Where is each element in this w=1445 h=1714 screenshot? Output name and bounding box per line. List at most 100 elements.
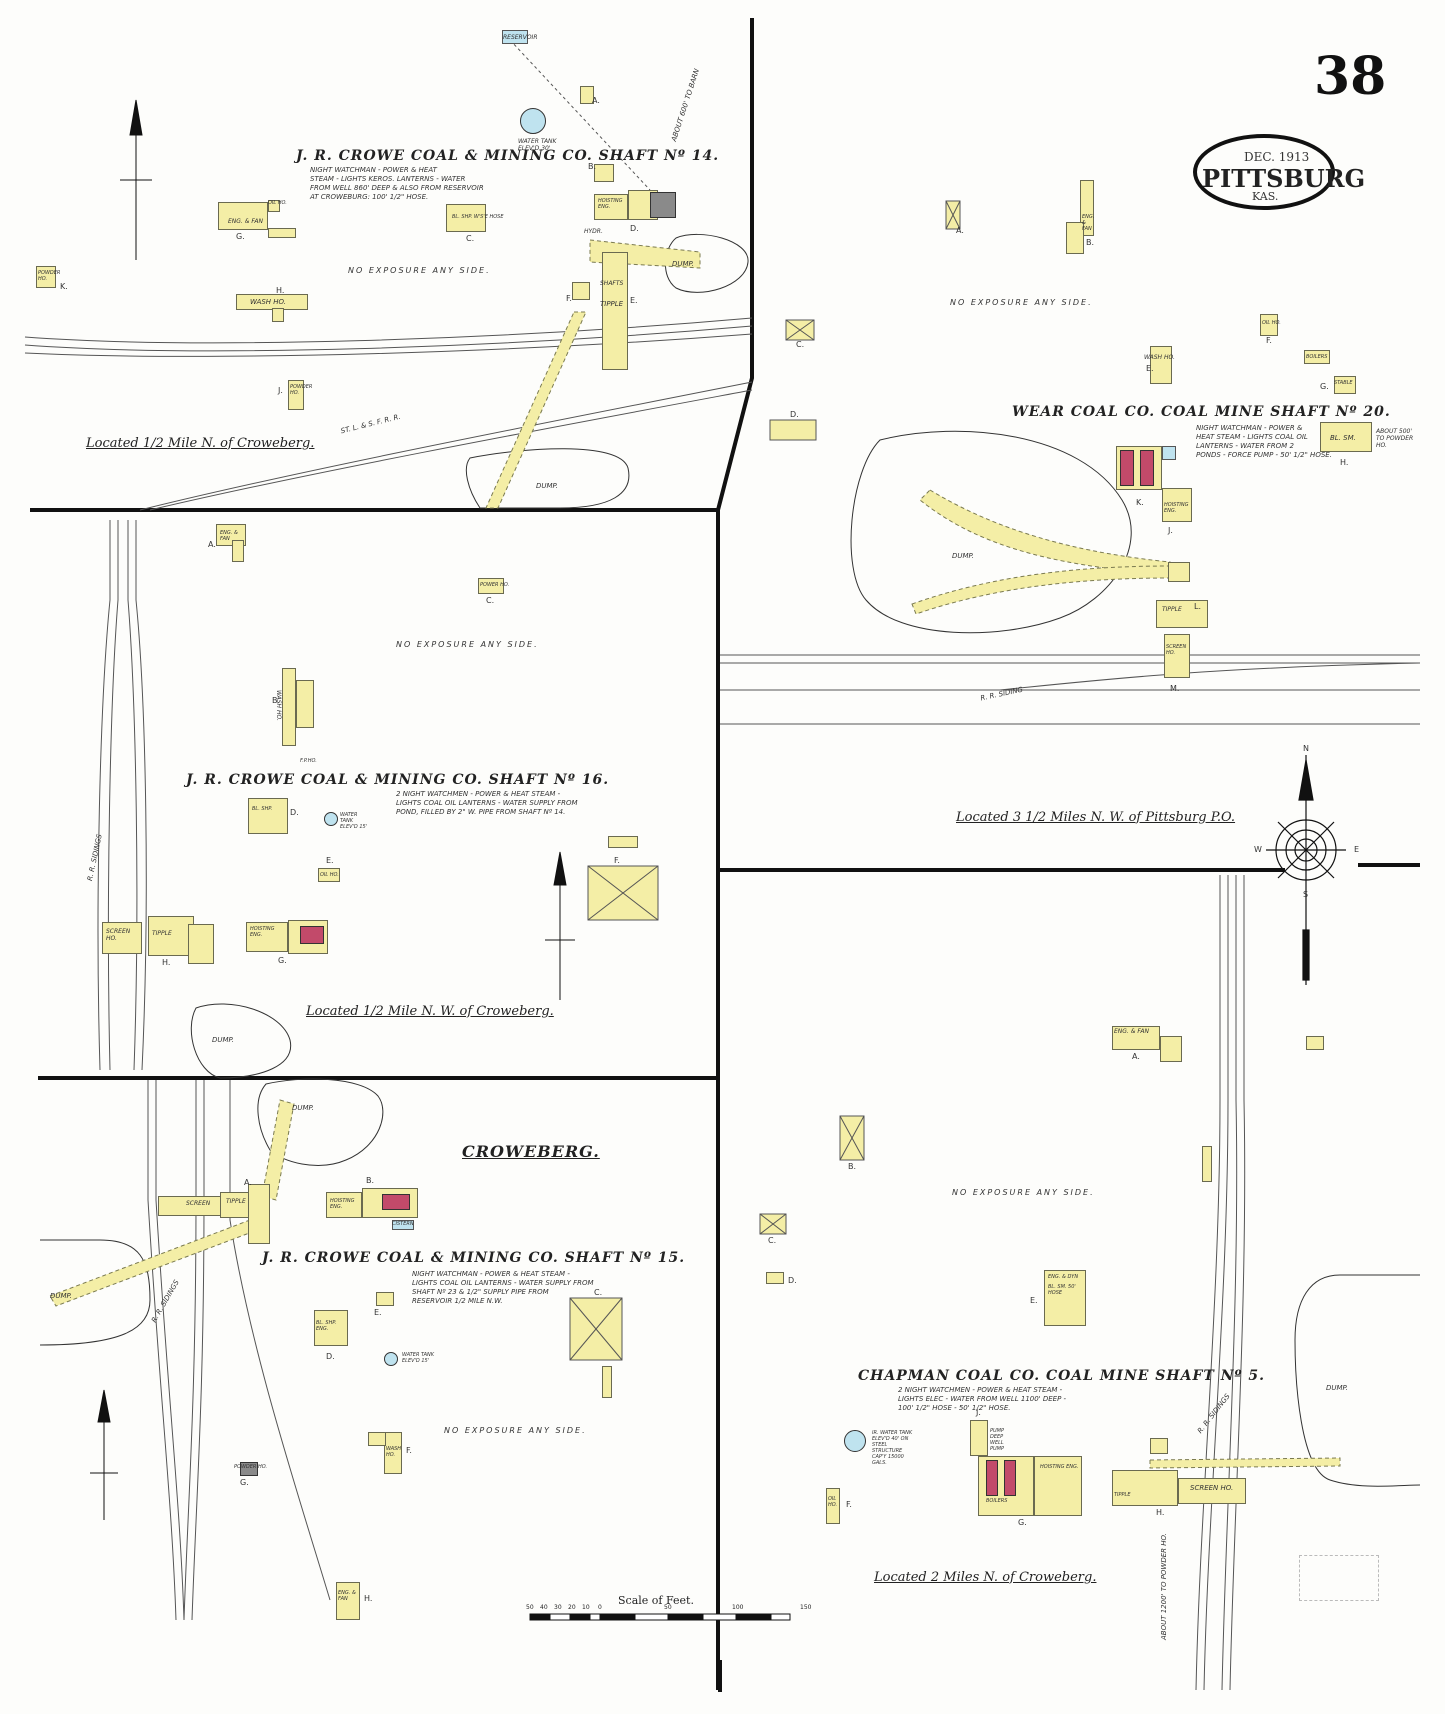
- shaft14-letter-a: A.: [592, 96, 600, 105]
- screen-house-16: [102, 922, 142, 954]
- powder-house-15g: [240, 1462, 258, 1476]
- shaft16-eng-fan: ENG. & FAN: [220, 530, 238, 542]
- shaft20-dump: DUMP.: [952, 552, 975, 560]
- chapman-letter-h: H.: [1156, 1508, 1165, 1517]
- shaft16-screen: SCREEN HO.: [106, 928, 131, 942]
- shaft14-tipple: TIPPLE: [600, 300, 624, 308]
- shaft20-letter-d: D.: [790, 410, 799, 419]
- tall-shed-15: [602, 1366, 612, 1398]
- shaft15-screen: SCREEN: [186, 1200, 211, 1207]
- oil-house-16: [318, 868, 340, 882]
- chapman-letter-b: B.: [848, 1162, 857, 1171]
- shaft14-shafts: SHAFTS: [600, 280, 624, 287]
- chapman-letter-c: C.: [768, 1236, 777, 1245]
- chapman-note: 2 NIGHT WATCHMEN - POWER & HEAT STEAM - …: [898, 1386, 1067, 1412]
- water-tank-20: [1162, 446, 1176, 460]
- screen-house-ch: [1178, 1478, 1246, 1504]
- chapman-location: Located 2 Miles N. of Croweberg.: [874, 1570, 1097, 1585]
- pole-ch: [1202, 1146, 1212, 1182]
- water-tank-15: [384, 1352, 398, 1366]
- shaft20-exposure: NO EXPOSURE ANY SIDE.: [950, 298, 1093, 307]
- screen-house-20: [1164, 634, 1190, 678]
- chapman-boiler: BOILERS: [986, 1498, 1008, 1504]
- tipple-16-annex: [188, 924, 214, 964]
- chapman-hoisting: HOISTING ENG.: [1040, 1464, 1079, 1470]
- shaft16-letter-g: G.: [278, 956, 287, 965]
- wash-house-20: [1150, 346, 1172, 384]
- chapman-eng-fan: ENG. & FAN: [1114, 1028, 1150, 1035]
- shaft16-letter-h: H.: [162, 958, 171, 967]
- bl-smith-20: [1320, 422, 1372, 452]
- wash-house-15-annex: [368, 1432, 386, 1446]
- shaft16-letter-d: D.: [290, 808, 299, 817]
- f-bldg: [572, 282, 590, 300]
- shaft16-note: 2 NIGHT WATCHMEN - POWER & HEAT STEAM - …: [396, 790, 578, 816]
- shaft16-letter-f: F.: [614, 856, 620, 865]
- shaft16-oil: OIL HO.: [320, 872, 339, 878]
- eng-ch: [1150, 1438, 1168, 1454]
- tipple-16: [148, 916, 194, 956]
- shaft20-letter-g: G.: [1320, 382, 1329, 391]
- a-bldg: [580, 86, 594, 104]
- shaft16-tipple: TIPPLE: [152, 930, 172, 937]
- scale-tick-label: 50: [664, 1604, 672, 1611]
- power-house-16: [478, 578, 504, 594]
- shaft14-letter-h: H.: [276, 286, 285, 295]
- scale-tick-label: 40: [540, 1604, 548, 1611]
- hoisting-15: [326, 1192, 362, 1218]
- water-tank-ch: [844, 1430, 866, 1452]
- shaft15-letter-f: F.: [406, 1446, 412, 1455]
- shaft16-title: J. R. CROWE COAL & MINING CO. SHAFT Nº 1…: [186, 772, 610, 788]
- shaft14-letter-k: K.: [60, 282, 68, 291]
- water-tank-14: [520, 108, 546, 134]
- chapman-title: CHAPMAN COAL CO. COAL MINE SHAFT Nº 5.: [858, 1368, 1265, 1384]
- tipple-15-tower: [248, 1184, 270, 1244]
- shaft14-dump: DUMP.: [672, 260, 695, 268]
- shaft16-letter-b: B.: [272, 696, 281, 705]
- shaft14-reservoir: RESERVOIR: [503, 34, 538, 41]
- railroad-tracks: [24, 317, 1421, 1691]
- sheet-number: 38: [1314, 46, 1387, 107]
- shaft15-tank: WATER TANK ELEV'D 15': [402, 1352, 435, 1364]
- trestles: [49, 239, 1341, 1469]
- chapman-letter-a: A.: [1132, 1052, 1140, 1061]
- library-stamp: [1299, 1555, 1379, 1601]
- reservoir: [502, 30, 528, 44]
- chapman-letter-j: J.: [976, 1408, 981, 1417]
- bl-shp-16: [248, 798, 288, 834]
- shaft14-exposure: NO EXPOSURE ANY SIDE.: [348, 266, 491, 275]
- crossed-structures: [569, 200, 961, 1361]
- tipple-structure: [602, 252, 628, 370]
- shaft15-eng-fan: ENG. & FAN: [338, 1590, 356, 1602]
- chapman-letter-d: D.: [788, 1276, 797, 1285]
- shaft20-letter-l: L.: [1194, 602, 1201, 611]
- shaft20-letter-a: A.: [956, 226, 964, 235]
- engine-fan-house: [218, 202, 268, 230]
- shaft20-eng-fan: ENG. & FAN: [1082, 214, 1095, 232]
- shaft20-screen: SCREEN HO.: [1166, 644, 1187, 656]
- north-arrows: [90, 99, 575, 1520]
- panel-borders: [30, 18, 1420, 1692]
- eng-fan-a: [1112, 1026, 1160, 1050]
- shaft20-letter-m: M.: [1170, 684, 1180, 693]
- shaft20-letter-c: C.: [796, 340, 805, 349]
- shaft14-hydrant: HYDR.: [584, 228, 603, 235]
- tipple-ch: [1112, 1470, 1178, 1506]
- shaft14-title: J. R. CROWE COAL & MINING CO. SHAFT Nº 1…: [296, 148, 720, 164]
- boiler-16: [300, 926, 324, 944]
- shaft16-letter-c: C.: [486, 596, 495, 605]
- eng-fan-16-annex: [232, 540, 244, 562]
- shaft14-wash: WASH HO.: [250, 298, 287, 306]
- shaft20-letter-b: B.: [1086, 238, 1095, 247]
- shaft15-bl-shp: BL. SHP. ENG.: [316, 1320, 337, 1332]
- shaft15-cistern: CISTERN: [392, 1221, 414, 1227]
- powder-house-k: [36, 266, 56, 288]
- chapman-letter-e: E.: [1030, 1296, 1038, 1305]
- eng-fan-20-annex: [1066, 222, 1084, 254]
- shaft15-town: CROWEBERG.: [462, 1142, 600, 1161]
- chapman-letter-f: F.: [846, 1500, 852, 1509]
- shaft20-letter-f: F.: [1266, 336, 1272, 345]
- shaft20-letter-h: H.: [1340, 458, 1349, 467]
